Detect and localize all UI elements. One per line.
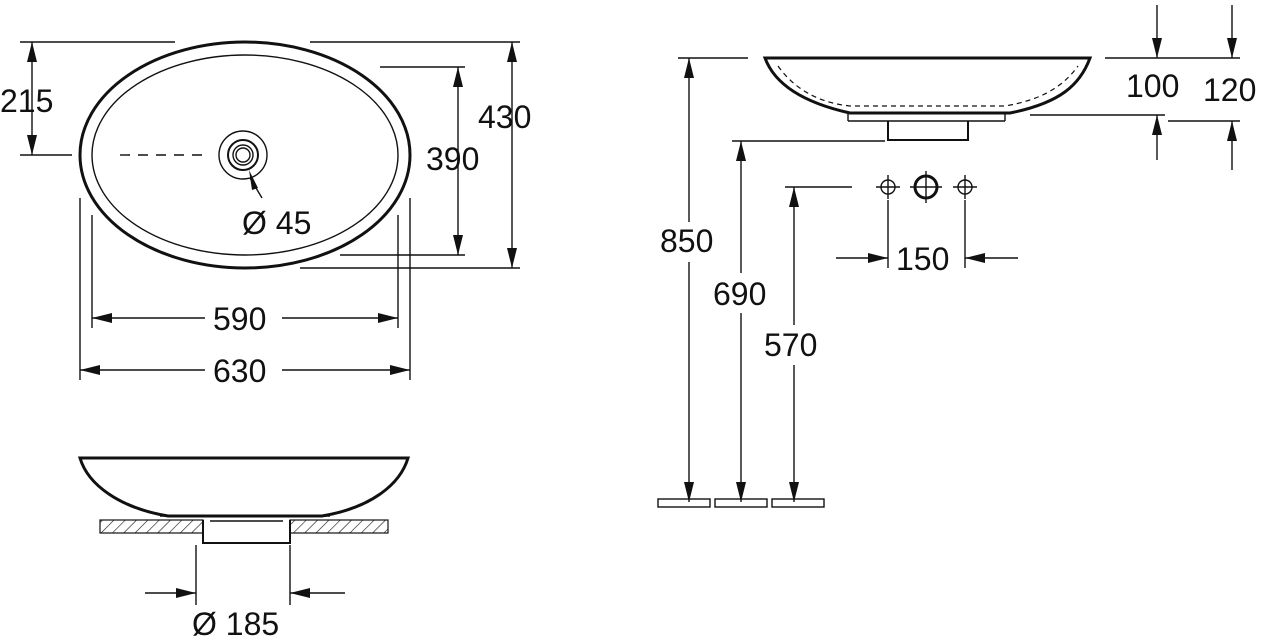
dim-570-line [789, 187, 799, 502]
floor-block-1 [657, 498, 711, 508]
basin-outer-outline [78, 40, 412, 270]
side-bowl-inner [777, 65, 1079, 107]
dim-215-label: 215 [0, 83, 53, 119]
dim-630-label: 630 [213, 353, 266, 389]
front-view: Ø 185 [77, 456, 411, 641]
dim-185-line [145, 588, 345, 598]
front-base [202, 520, 291, 544]
dim-590-line [92, 313, 398, 323]
drain-leader-arrow [249, 170, 258, 190]
tap-hole-right [953, 175, 977, 199]
side-view: 100 120 850 690 [657, 5, 1256, 508]
dim-850-label: 850 [660, 223, 713, 259]
dim-690-line [736, 141, 746, 502]
dim-390-line [453, 67, 463, 255]
front-bowl-outline [77, 456, 411, 518]
tap-hole-left [876, 175, 900, 199]
dim-430-label: 430 [478, 99, 531, 135]
countertop-left [99, 519, 204, 534]
floor-block-3 [771, 498, 825, 508]
dim-120-label: 120 [1203, 72, 1256, 108]
basin-inner-outline [91, 54, 399, 256]
dim-690-label: 690 [713, 276, 766, 312]
dim-100-line [1152, 5, 1162, 160]
dim-570-label: 570 [764, 327, 817, 363]
countertop-right [289, 519, 389, 534]
floor-block-2 [714, 498, 768, 508]
top-view: 215 390 430 Ø 45 590 [0, 40, 531, 389]
dim-390-label: 390 [426, 141, 479, 177]
drain-symbol [218, 130, 268, 180]
dim-630-line [80, 365, 410, 375]
dim-850-line [684, 58, 694, 502]
tap-hole-center [910, 171, 942, 203]
dim-100-label: 100 [1126, 68, 1179, 104]
dim-150-line [836, 253, 1018, 263]
dim-430-line [507, 42, 517, 268]
dim-150-label: 150 [896, 241, 949, 277]
dim-120-line [1227, 5, 1237, 170]
dim-215-line [27, 42, 37, 155]
dim-drain-label: Ø 45 [242, 205, 311, 241]
side-bowl-outline [762, 56, 1093, 115]
dim-590-label: 590 [213, 301, 266, 337]
side-drain-body [887, 121, 969, 141]
dim-185-label: Ø 185 [192, 606, 279, 641]
